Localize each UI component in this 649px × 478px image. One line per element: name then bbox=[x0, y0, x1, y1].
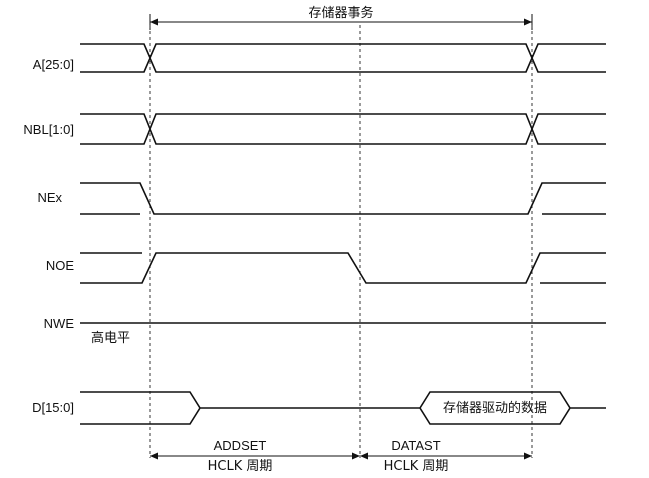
data-bus-label: 存储器驱动的数据 bbox=[443, 400, 547, 416]
datast-arrowhead-right bbox=[524, 452, 532, 460]
nwe-level-note: 高电平 bbox=[91, 330, 130, 346]
signal-label-noe: NOE bbox=[46, 258, 75, 273]
signal-label-nex: NEx bbox=[37, 190, 62, 205]
addset-arrowhead-left bbox=[150, 452, 158, 460]
signal-label-nwe: NWE bbox=[44, 316, 75, 331]
phase-unit-datast: HCLK 周期 bbox=[384, 459, 449, 474]
waveform-nbl bbox=[80, 113, 606, 145]
waveform-addr bbox=[80, 43, 606, 73]
signal-label-nbl: NBL[1:0] bbox=[23, 122, 74, 137]
datast-arrowhead-left bbox=[360, 452, 368, 460]
transaction-arrowhead-right bbox=[524, 18, 532, 26]
waveform-data bbox=[80, 391, 606, 425]
transaction-caption: 存储器事务 bbox=[308, 5, 373, 21]
phase-name-addset: ADDSET bbox=[214, 438, 267, 453]
signal-label-addr: A[25:0] bbox=[33, 57, 74, 72]
addset-arrowhead-right bbox=[352, 452, 360, 460]
phase-unit-addset: HCLK 周期 bbox=[208, 459, 273, 474]
signal-label-data: D[15:0] bbox=[32, 400, 74, 415]
waveform-nex bbox=[80, 182, 606, 215]
phase-name-datast: DATAST bbox=[391, 438, 440, 453]
waveform-noe bbox=[80, 252, 606, 284]
transaction-arrowhead-left bbox=[150, 18, 158, 26]
